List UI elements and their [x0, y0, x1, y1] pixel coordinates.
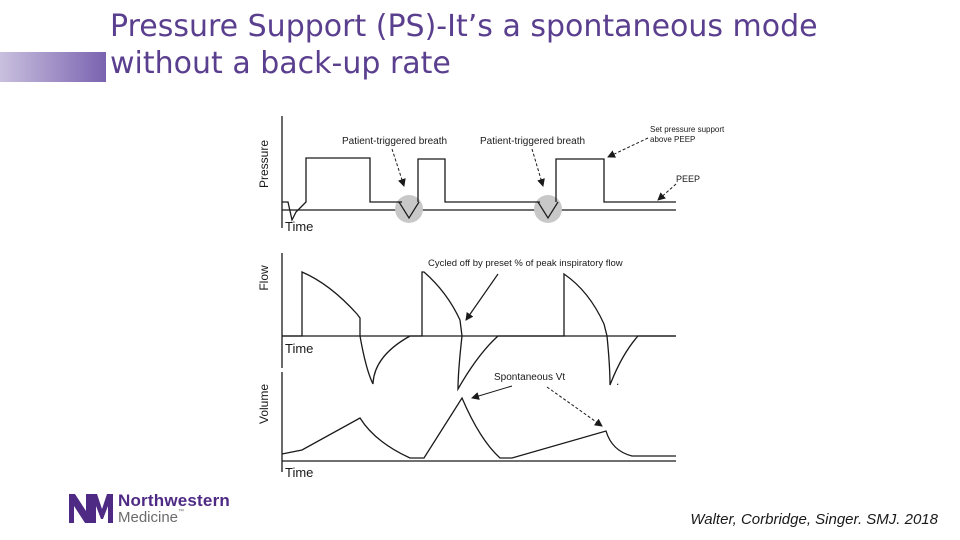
logo-medicine-text: Medicine: [118, 509, 179, 526]
citation: Walter, Corbridge, Singer. SMJ. 2018: [690, 511, 938, 528]
flow-time-label: Time: [285, 341, 313, 356]
pressure-waveform: [282, 157, 676, 222]
ventilator-waveform-diagram: Pressure Flow Volume Time Time Time Pati…: [252, 106, 752, 490]
pressure-time-label: Time: [285, 219, 313, 234]
logo-name-line-1: Northwestern: [118, 491, 230, 510]
northwestern-medicine-logo: Northwestern Medicine™: [68, 491, 238, 527]
title-line-1: Pressure Support (PS)-It’s a spontaneous…: [110, 9, 818, 44]
logo-trademark: ™: [178, 509, 185, 515]
volume-axis-label: Volume: [257, 384, 271, 424]
set-ps-line-1: Set pressure support: [650, 125, 725, 134]
title-accent-bar: [0, 52, 106, 82]
volume-waveform: [281, 396, 676, 459]
arrow-trigger-2: [531, 148, 545, 187]
slide-title: Pressure Support (PS)-It’s a spontaneous…: [110, 8, 950, 82]
arrow-set-ps: [607, 137, 649, 158]
set-ps-line-2: above PEEP: [650, 135, 695, 144]
stray-dot: .: [616, 374, 619, 388]
spontaneous-vt-label: Spontaneous Vt: [494, 372, 565, 383]
arrow-spontaneous-vt-2: [546, 386, 603, 427]
set-pressure-support-label: Set pressure support above PEEP: [650, 125, 727, 144]
arrow-trigger-1: [391, 148, 406, 187]
trigger-marker-2: [534, 195, 562, 223]
peep-label: PEEP: [676, 174, 700, 184]
arrow-peep: [657, 183, 677, 201]
trigger-dip-1: [398, 201, 420, 220]
title-line-2: without a back-up rate: [110, 46, 451, 81]
arrow-cycled-off: [465, 273, 499, 321]
pressure-axis-label: Pressure: [257, 140, 271, 188]
volume-time-label: Time: [285, 465, 313, 480]
cycled-off-label: Cycled off by preset % of peak inspirato…: [428, 258, 623, 269]
trigger-dip-2: [537, 201, 559, 220]
patient-triggered-label-1: Patient-triggered breath: [342, 136, 447, 147]
flow-axis-label: Flow: [257, 265, 271, 291]
waveform-svg: Pressure Flow Volume Time Time Time Pati…: [257, 116, 727, 480]
logo-name-line-2: Medicine™: [118, 509, 184, 526]
arrow-spontaneous-vt-1: [471, 385, 513, 400]
nm-monogram-icon: [69, 494, 113, 523]
flow-waveform: [282, 271, 676, 392]
patient-triggered-label-2: Patient-triggered breath: [480, 136, 585, 147]
